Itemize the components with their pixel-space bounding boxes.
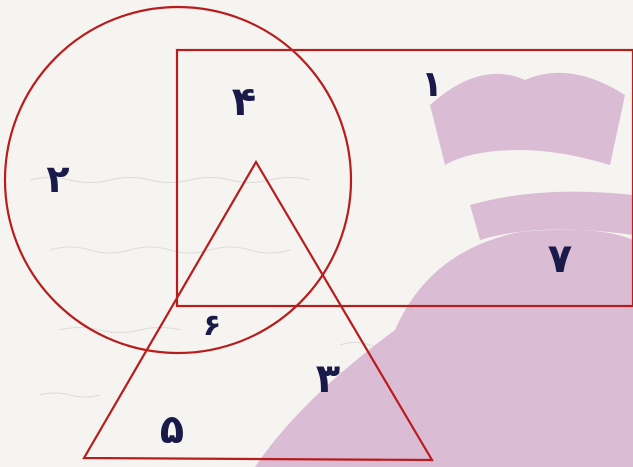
region-label-5: ۵ bbox=[160, 407, 184, 453]
region-label-2: ٢ bbox=[46, 157, 69, 201]
region-label-1: ١ bbox=[421, 64, 443, 105]
watermark-bag-body bbox=[255, 230, 633, 467]
region-label-4: ۴ bbox=[232, 79, 256, 125]
watermark-bag-top bbox=[430, 73, 625, 165]
region-label-7: ٧ bbox=[548, 236, 572, 282]
region-label-6: ۶ bbox=[203, 308, 221, 343]
money-bag-watermark bbox=[255, 73, 633, 467]
region-label-3: ٣ bbox=[316, 356, 340, 402]
